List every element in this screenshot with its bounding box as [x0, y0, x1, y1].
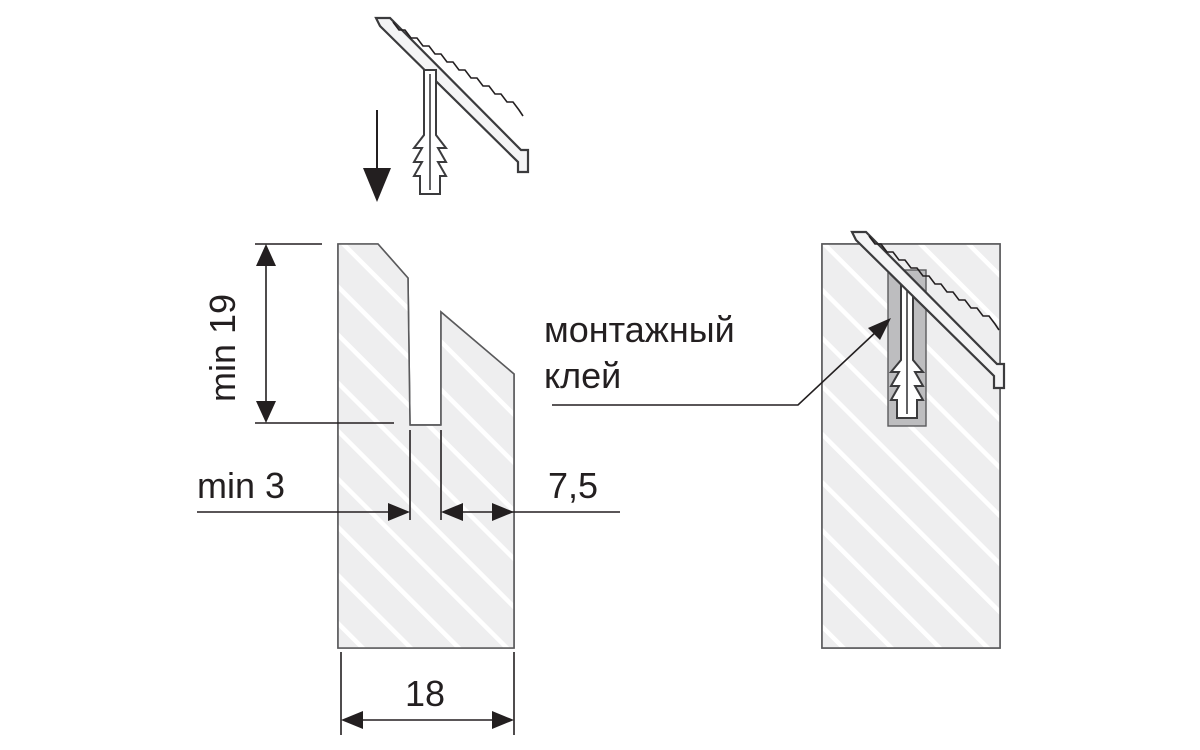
dim-label-min-19: min 19 — [202, 294, 243, 402]
leader-line — [552, 329, 879, 406]
profile-serrations — [392, 21, 524, 117]
floating-profile — [374, 16, 530, 195]
right-board — [821, 230, 1006, 649]
leader-arrow-icon — [868, 318, 891, 340]
insertion-arrow — [363, 110, 391, 202]
down-arrow-icon — [363, 168, 391, 202]
dim-label-min-3: min 3 — [197, 465, 285, 506]
left-board-hatching — [338, 244, 514, 648]
dimension-min-19: min 19 — [202, 243, 394, 424]
annotation-line-1: монтажный — [544, 309, 735, 350]
profile-strip — [374, 16, 530, 174]
dim-label-7-5: 7,5 — [548, 465, 598, 506]
dimension-groove: min 3 7,5 — [197, 430, 620, 521]
adhesive-annotation: монтажный клей — [544, 309, 891, 406]
installed-profile-serrations — [868, 235, 1000, 331]
dimension-18: 18 — [340, 652, 515, 735]
installed-profile — [850, 230, 1006, 390]
dim-label-18: 18 — [405, 673, 445, 714]
annotation-line-2: клей — [544, 355, 621, 396]
left-board — [337, 243, 515, 649]
